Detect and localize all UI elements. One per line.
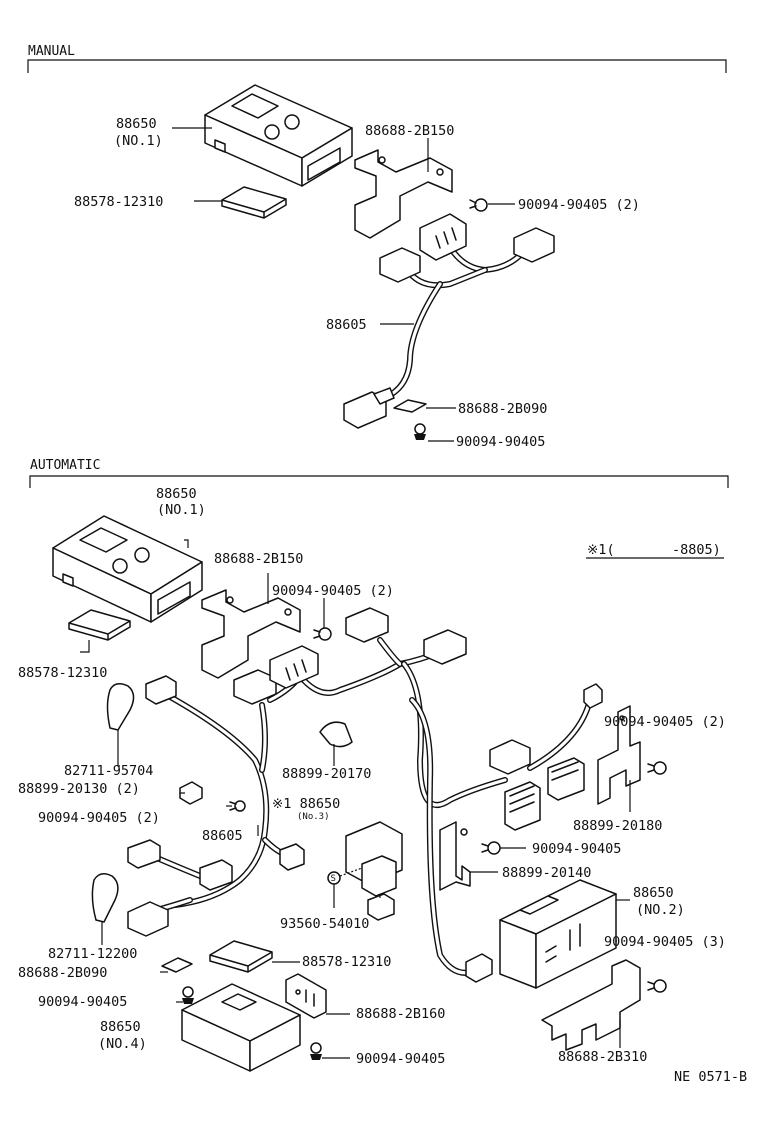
label-auto-88650-no2-num: 88650 [633, 885, 674, 901]
auto-ecu-88650-no2 [499, 879, 617, 989]
manual-harness-88605 [343, 213, 555, 429]
label-auto-90094-90405-2b: 90094-90405 (2) [38, 810, 160, 826]
auto-relay-88650-no3 [345, 821, 403, 921]
manual-pad-88578-12310 [221, 186, 287, 219]
figure-code: NE 0571-B [674, 1069, 747, 1085]
label-auto-88650-no1: (NO.1) [157, 502, 206, 518]
label-auto-88650-no2: (NO.2) [636, 902, 685, 918]
auto-screw-90094-90405-2c [647, 761, 667, 775]
auto-pad-88578-12310-b [209, 940, 273, 973]
manual-section-bracket [27, 59, 727, 73]
label-auto-93560-54010: 93560-54010 [280, 916, 369, 932]
svg-text:S: S [331, 874, 336, 884]
note-prefix: ※1( [587, 542, 615, 558]
label-auto-88688-2b160: 88688-2B160 [356, 1006, 445, 1022]
label-auto-90094-90405-a: 90094-90405 [38, 994, 127, 1010]
auto-clip-88899-20130 [179, 781, 203, 805]
automatic-section: AUTOMATIC ※1( -8805) [18, 458, 729, 1072]
auto-screw-90094-90405-b [310, 1042, 322, 1060]
auto-clip-88688-2b090 [161, 957, 193, 973]
label-auto-88650-no4-num: 88650 [100, 1019, 141, 1035]
manual-section: MANUAL [27, 44, 727, 450]
auto-clamp-82711-12200 [91, 873, 119, 923]
auto-screw-90094-90405-3 [647, 979, 667, 993]
auto-harness-88605 [127, 607, 603, 983]
label-manual-88605: 88605 [326, 317, 367, 333]
label-auto-90094-90405-b: 90094-90405 [356, 1051, 445, 1067]
label-auto-88899-20180: 88899-20180 [573, 818, 662, 834]
label-manual-90094-90405: 90094-90405 [456, 434, 545, 450]
auto-bracket-88899-20140 [439, 821, 471, 891]
auto-ecu-88650-no1-drawing [52, 515, 203, 623]
label-auto-88578-12310: 88578-12310 [18, 665, 107, 681]
label-manual-88650-no1: (NO.1) [114, 133, 163, 149]
label-manual-88578-12310: 88578-12310 [74, 194, 163, 210]
label-auto-90094-90405-2c: 90094-90405 (2) [604, 714, 726, 730]
label-auto-82711-12200: 82711-12200 [48, 946, 137, 962]
auto-clip-88899-20170 [319, 721, 353, 748]
manual-section-title: MANUAL [28, 44, 75, 59]
auto-bracket-88688-2b310 [541, 959, 641, 1051]
auto-bracket-88688-2b150 [201, 589, 301, 679]
label-auto-90094-90405-2a: 90094-90405 (2) [272, 583, 394, 599]
label-auto-88899-20130: 88899-20130 (2) [18, 781, 140, 797]
label-auto-90094-90405-c: 90094-90405 [532, 841, 621, 857]
label-auto-88899-20170: 88899-20170 [282, 766, 371, 782]
auto-screw-90094-90405-a [182, 986, 194, 1004]
note-value: -8805) [672, 542, 721, 558]
automatic-section-title: AUTOMATIC [30, 458, 100, 473]
auto-bracket-88899-20180 [597, 705, 641, 805]
automatic-section-bracket [29, 475, 729, 488]
label-auto-88688-2b150: 88688-2B150 [214, 551, 303, 567]
label-auto-82711-95704: 82711-95704 [64, 763, 153, 779]
label-manual-88688-2b090: 88688-2B090 [458, 401, 547, 417]
manual-clip-88688-2b090 [393, 399, 427, 413]
manual-ecu-88650-no1-drawing [204, 84, 353, 187]
manual-screw-90094-90405 [414, 423, 426, 440]
manual-bracket-88688-2b150 [354, 149, 453, 239]
label-auto-88688-2b090: 88688-2B090 [18, 965, 107, 981]
auto-pad-88578-12310 [68, 609, 131, 641]
label-auto-88605: 88605 [202, 828, 243, 844]
label-manual-88688-2b150: 88688-2B150 [365, 123, 454, 139]
label-auto-90094-90405-3: 90094-90405 (3) [604, 934, 726, 950]
label-auto-88650-no4: (NO.4) [98, 1036, 147, 1052]
label-auto-88650-no3-sub: (No.3) [297, 812, 330, 822]
label-manual-90094-90405-2: 90094-90405 (2) [518, 197, 640, 213]
label-auto-88650: 88650 [156, 486, 197, 502]
auto-bracket-88688-2b160 [285, 973, 327, 1019]
manual-screw-90094-90405-2 [469, 198, 488, 212]
auto-ecu-88650-no4 [181, 983, 301, 1072]
label-auto-88650-no3: ※1 88650 [272, 796, 340, 812]
label-auto-88578-12310-b: 88578-12310 [302, 954, 391, 970]
auto-screw-90094-90405-c [481, 841, 501, 855]
label-auto-88688-2b310: 88688-2B310 [558, 1049, 647, 1065]
label-manual-88650: 88650 [116, 116, 157, 132]
label-auto-88899-20140: 88899-20140 [502, 865, 591, 881]
auto-screw-90094-90405-2a [313, 627, 332, 641]
auto-screw-90094-90405-2b [229, 800, 246, 812]
auto-clamp-82711-95704 [106, 683, 135, 731]
